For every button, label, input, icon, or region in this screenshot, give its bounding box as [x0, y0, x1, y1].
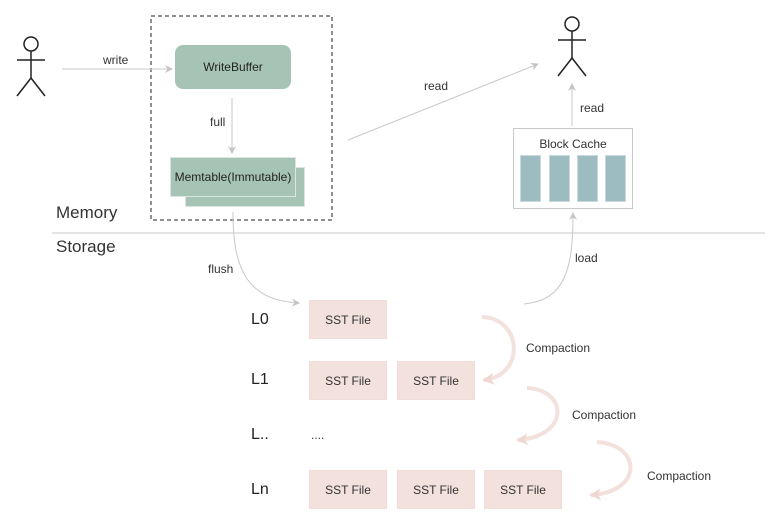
read-right-label: read — [580, 101, 605, 115]
cache-block — [577, 155, 598, 202]
ellipsis-label: .... — [311, 428, 325, 442]
block-cache-node: Block Cache — [513, 128, 633, 209]
storage-region-label: Storage — [56, 237, 116, 256]
write-label: write — [103, 53, 129, 67]
reader-user-icon — [557, 16, 587, 77]
sst-file-l1-2: SST File — [397, 361, 475, 400]
sst-file-ln-1: SST File — [309, 470, 387, 509]
compaction-label-1: Compaction — [526, 341, 591, 355]
compaction-arrow-2 — [516, 386, 560, 446]
cache-block — [549, 155, 570, 202]
cache-block — [520, 155, 541, 202]
block-cache-title: Block Cache — [539, 137, 607, 151]
flush-label: flush — [208, 262, 234, 276]
read-center-arrow — [347, 62, 539, 141]
write-buffer-node: WriteBuffer — [175, 45, 291, 89]
read-center-label: read — [424, 79, 449, 93]
compaction-arrow-3 — [589, 440, 633, 501]
sst-file-l1-1: SST File — [309, 361, 387, 400]
flush-arrow — [232, 211, 300, 307]
compaction-label-2: Compaction — [572, 408, 637, 422]
full-label: full — [210, 115, 226, 129]
sst-file-ln-2: SST File — [397, 470, 475, 509]
sst-file-l0-1: SST File — [309, 300, 387, 339]
level-label-ln: Ln — [251, 481, 269, 498]
writer-user-icon — [16, 36, 46, 97]
load-label: load — [575, 251, 598, 265]
level-label-l1: L1 — [251, 371, 269, 388]
memory-region-label: Memory — [56, 203, 118, 222]
sst-file-ln-3: SST File — [484, 470, 562, 509]
level-label-l0: L0 — [251, 311, 269, 328]
cache-block — [605, 155, 626, 202]
compaction-label-3: Compaction — [647, 469, 712, 483]
load-arrow — [523, 212, 577, 305]
level-label-lmid: L.. — [251, 426, 269, 443]
memtable-node: Memtable(Immutable) — [170, 157, 296, 197]
compaction-arrow-1 — [481, 315, 516, 385]
memory-boundary — [150, 15, 333, 221]
